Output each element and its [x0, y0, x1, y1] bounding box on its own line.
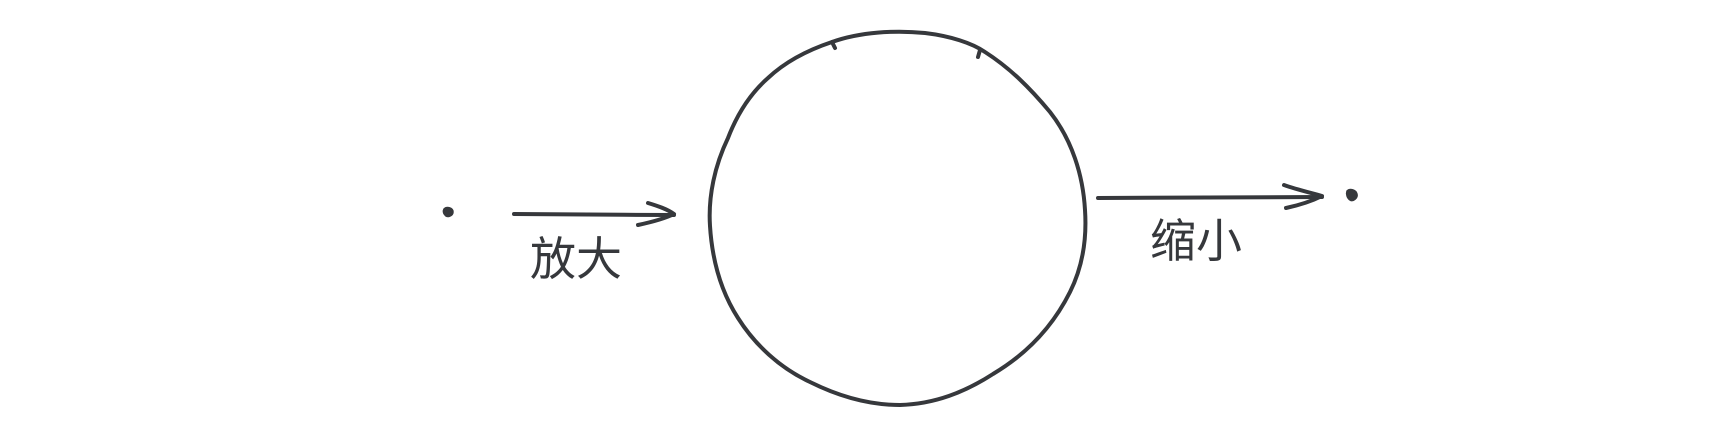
center-circle — [707, 29, 1088, 407]
zoom-in-arrow-head — [636, 201, 676, 227]
zoom-out-arrow-shaft — [1096, 195, 1324, 200]
zoom-in-label: 放大 — [530, 232, 622, 286]
circle-tick-right — [976, 48, 982, 59]
zoom-in-arrow-shaft — [512, 212, 676, 217]
zoom-out-arrow — [1096, 183, 1324, 210]
zoom-out-arrow-head — [1282, 183, 1324, 210]
zoom-out-label: 缩小 — [1150, 214, 1242, 268]
left-dot — [442, 206, 454, 218]
zoom-in-arrow — [512, 201, 676, 227]
right-dot — [1345, 188, 1358, 202]
circle-tick-left — [830, 40, 837, 50]
